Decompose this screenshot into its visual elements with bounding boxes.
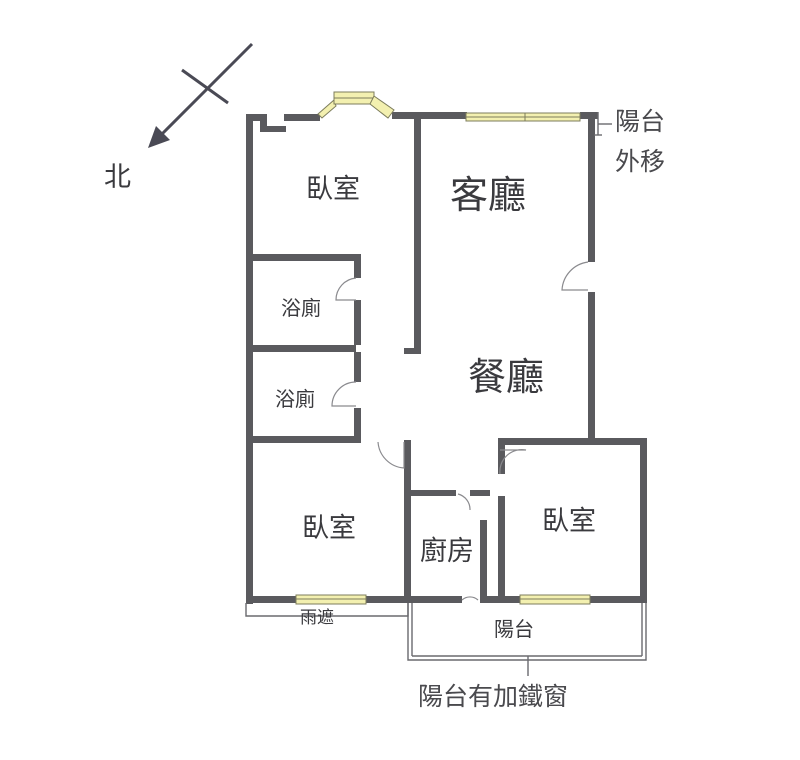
wall-bath-side: [354, 352, 361, 382]
door-bedroom-bottom-left: [377, 441, 405, 469]
window-bay-left: [317, 99, 337, 119]
windows: [295, 91, 591, 605]
compass-north-label: 北: [104, 162, 131, 193]
wall-bedroom-right-right: [640, 438, 647, 602]
room-labels: 臥室 客廳 浴廁 浴廁 餐廳 臥室 廚房 臥室 陽台 雨遮: [275, 173, 596, 641]
wall-bottom: [480, 596, 520, 603]
room-label-bedroom-bottom-left: 臥室: [302, 513, 356, 544]
note-balcony-iron-window: 陽台有加鐵窗: [418, 682, 568, 711]
wall-bottom: [590, 596, 647, 603]
compass-cross-line: [181, 68, 229, 105]
balcony-outline: [407, 603, 647, 661]
room-label-awning: 雨遮: [300, 608, 334, 628]
wall-segment: [260, 126, 286, 132]
wall-segment: [284, 114, 320, 121]
door-living-right: [561, 261, 589, 291]
window-bay-right: [369, 95, 395, 119]
wall-bath-bottom: [246, 436, 361, 443]
room-label-bedroom-bottom-right: 臥室: [542, 506, 596, 537]
wall-right: [588, 292, 595, 442]
wall-divider: [414, 112, 421, 352]
wall-right: [588, 112, 595, 262]
room-label-kitchen: 廚房: [420, 536, 474, 567]
room-label-bedroom-top: 臥室: [306, 174, 360, 205]
wall-bath-side: [354, 254, 361, 278]
compass-arrow-icon: [148, 126, 170, 148]
door-balcony: [461, 596, 479, 601]
door-kitchen: [457, 493, 471, 511]
wall-bath-side: [354, 408, 361, 443]
wall-bath-top: [246, 254, 356, 261]
wall-segment: [260, 114, 267, 130]
walls: [246, 112, 647, 604]
room-label-dining-room: 餐廳: [468, 355, 544, 399]
wall-kitchen-top: [470, 490, 490, 496]
room-label-living-room: 客廳: [450, 173, 526, 217]
wall-bath-side: [354, 300, 361, 345]
wall-bath-mid: [246, 345, 356, 352]
compass-arrow-shaft: [158, 42, 254, 138]
wall-top: [392, 112, 467, 119]
door-bath-lower: [331, 381, 357, 407]
wall-bedroom-right-top: [498, 438, 646, 445]
outline-lines: [245, 112, 647, 676]
annotations: 陽台 外移 陽台有加鐵窗: [418, 107, 665, 711]
wall-bedroom-right-left: [498, 496, 505, 602]
wall-left: [246, 114, 253, 604]
door-bedroom-bottom-right: [499, 449, 527, 475]
wall-bedroom-right-left: [498, 438, 505, 474]
wall-kitchen-right: [480, 520, 487, 602]
room-label-bath-upper: 浴廁: [281, 296, 321, 320]
note-balcony-shift-line1: 陽台: [615, 107, 665, 136]
wall-bottom: [246, 596, 298, 603]
doors: [331, 261, 589, 601]
wall-segment: [246, 114, 264, 121]
note-balcony-shift-line2: 外移: [615, 147, 665, 176]
north-compass: 北: [104, 42, 254, 193]
wall-bottom: [364, 596, 462, 603]
room-label-bath-lower: 浴廁: [275, 387, 315, 411]
wall-kitchen-top: [404, 490, 456, 496]
wall-divider: [404, 348, 421, 354]
room-label-balcony: 陽台: [494, 617, 534, 641]
door-bath-upper: [335, 277, 357, 301]
wall-kitchen-left: [404, 440, 411, 602]
